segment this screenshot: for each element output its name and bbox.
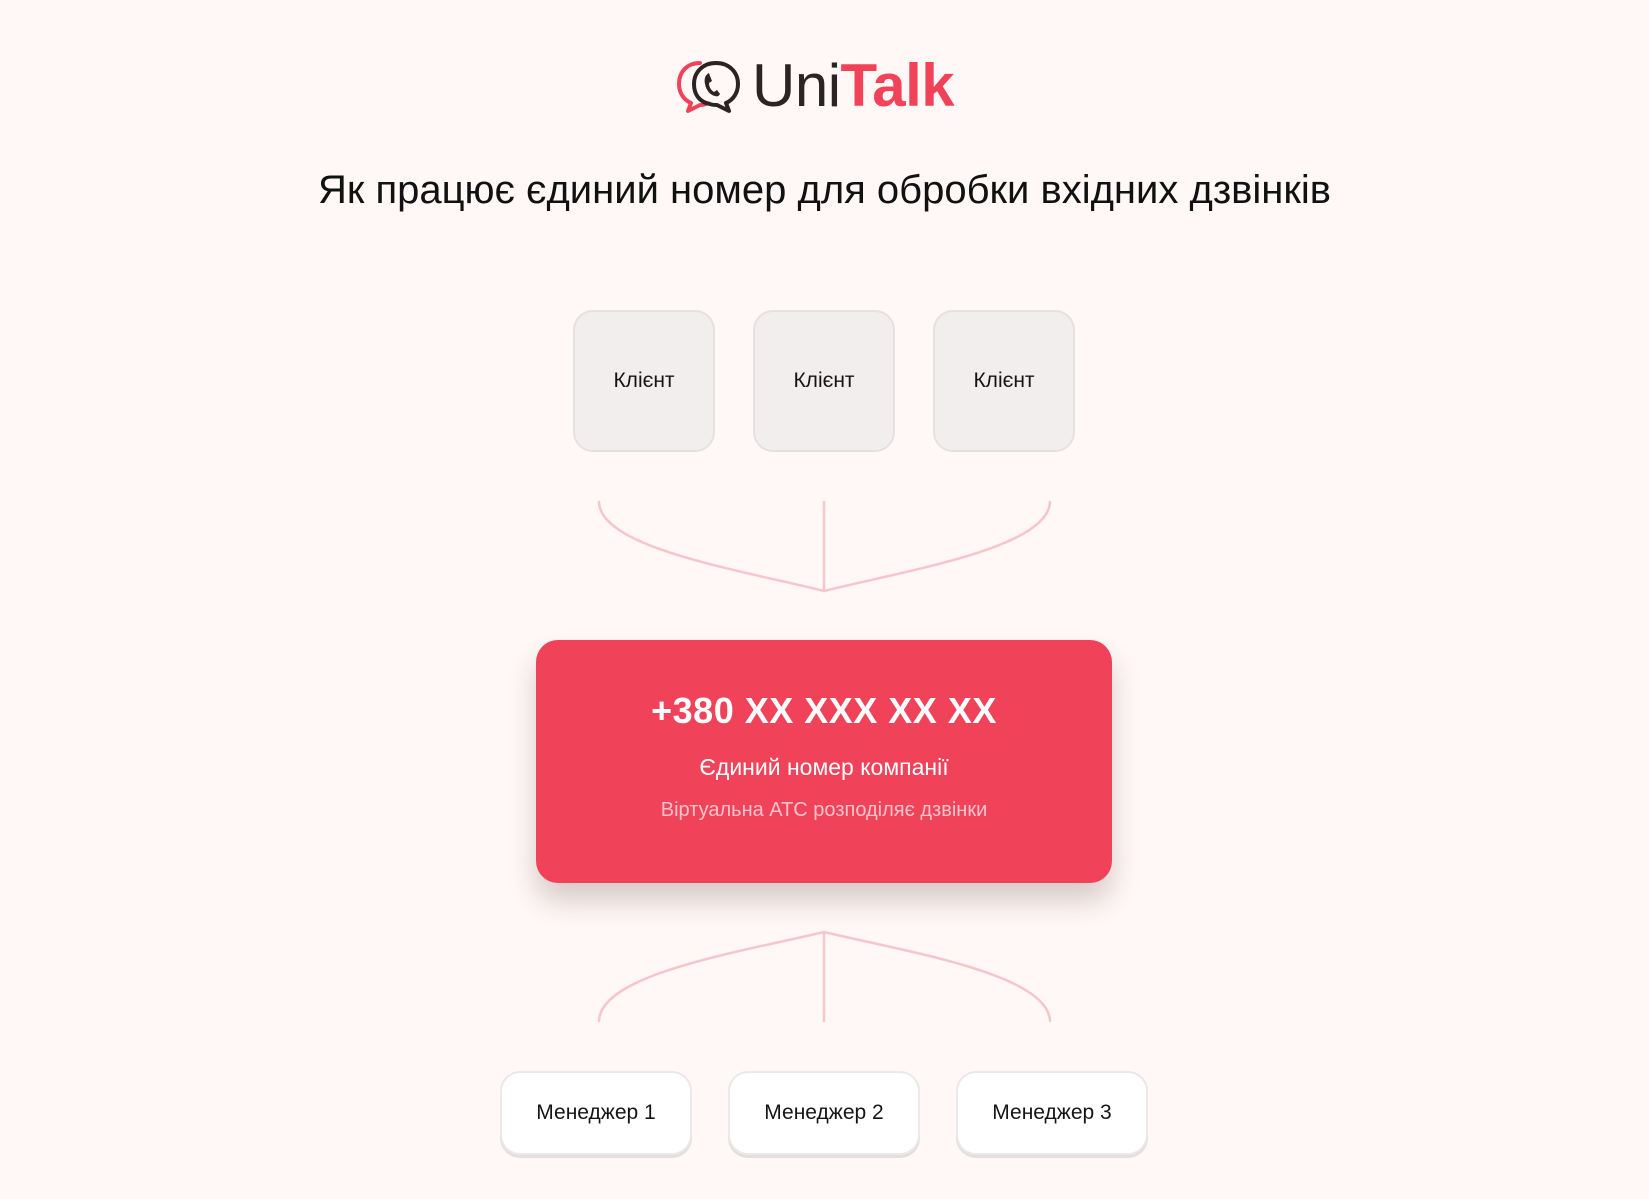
brand-name-uni: Uni	[752, 52, 841, 119]
manager-label: Менеджер 1	[536, 1101, 656, 1124]
connector-manager-1	[597, 930, 826, 1023]
brand-name-talk: Talk	[840, 52, 955, 119]
manager-box-1: Менеджер 1	[500, 1071, 692, 1155]
connector-manager-3	[822, 930, 1052, 1023]
client-box-1: Клієнт	[573, 310, 715, 452]
chat-phone-icon	[677, 61, 740, 113]
brand-logo: UniTalk	[676, 52, 955, 119]
company-phone-number: +380 XX XXX XX XX	[651, 690, 997, 731]
connector-client-1	[597, 500, 826, 593]
manager-label: Менеджер 2	[764, 1101, 884, 1124]
company-number-card: +380 XX XXX XX XX Єдиний номер компанії …	[536, 640, 1112, 883]
manager-box-3: Менеджер 3	[956, 1071, 1148, 1155]
manager-label: Менеджер 3	[992, 1101, 1112, 1124]
client-box-3: Клієнт	[933, 310, 1075, 452]
connector-client-3	[822, 500, 1052, 593]
client-box-2: Клієнт	[753, 310, 895, 452]
company-number-label: Єдиний номер компанії	[699, 754, 949, 780]
page-title: Як працює єдиний номер для обробки вхідн…	[317, 168, 1332, 212]
manager-box-2: Менеджер 2	[728, 1071, 920, 1155]
client-label: Клієнт	[973, 369, 1035, 392]
company-number-description: Віртуальна АТС розподіляє дзвінки	[660, 799, 988, 821]
client-label: Клієнт	[793, 369, 855, 392]
client-label: Клієнт	[613, 369, 675, 392]
